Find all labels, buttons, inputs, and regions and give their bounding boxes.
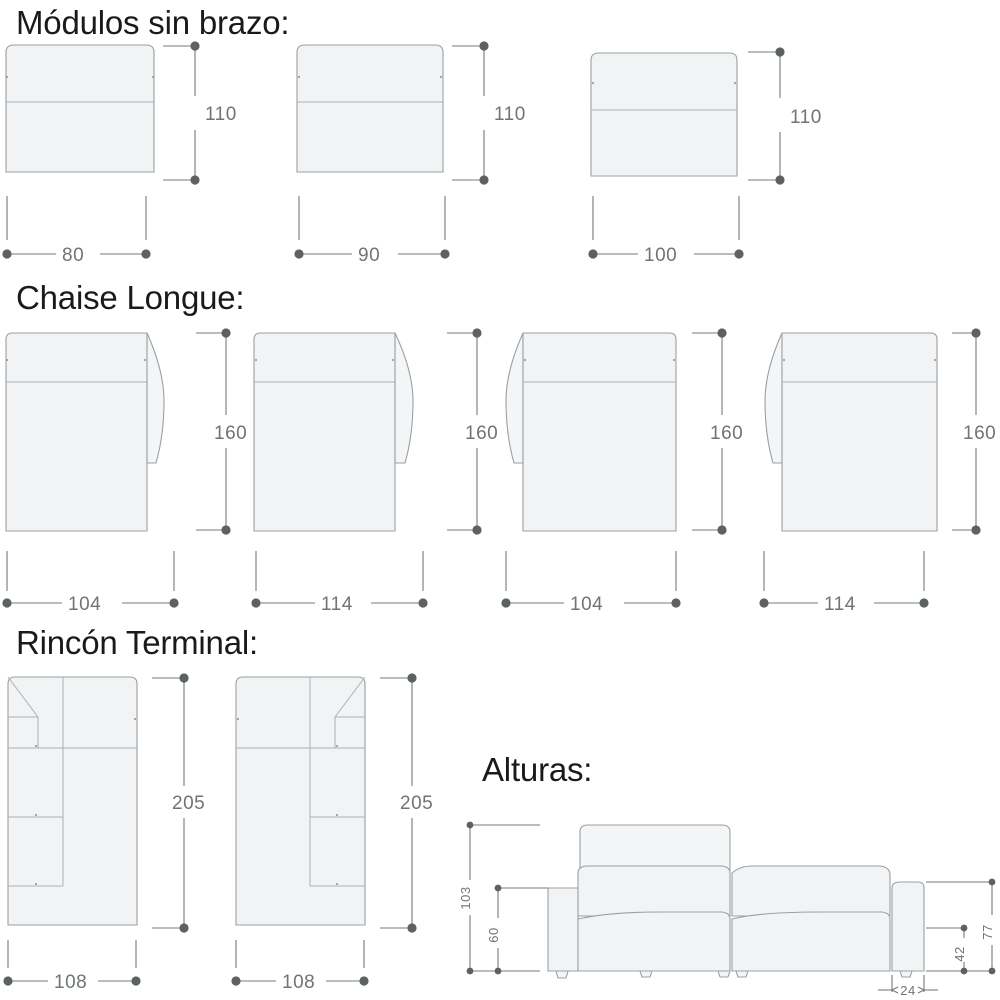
modulo-100-dim-height: 110 <box>748 38 828 188</box>
chaise-104-right-height-label: 160 <box>214 423 247 444</box>
rincon-right-dim-height: 205 <box>380 666 470 938</box>
rincon-right-drawing <box>228 672 373 934</box>
modulo-90-drawing <box>296 44 444 179</box>
section-title-rincon: Rincón Terminal: <box>16 624 258 661</box>
alturas-elevation-drawing: 103 60 77 42 <box>458 820 1000 1000</box>
chaise-114-left-dim-height: 160 <box>952 325 1000 540</box>
rincon-left-drawing <box>0 672 145 934</box>
modulo-80-dim-height: 110 <box>163 38 243 188</box>
chaise-114-right-dim-width: 114 <box>251 551 443 619</box>
chaise-104-right-drawing <box>0 331 180 536</box>
section-title-chaise: Chaise Longue: <box>16 279 245 316</box>
chaise-114-left-dim-width: 114 <box>756 551 951 619</box>
modulo-90-dim-width: 90 <box>294 196 454 268</box>
chaise-114-left-height-label: 160 <box>963 423 996 444</box>
chaise-104-left-width-label: 104 <box>570 594 603 615</box>
ancho-brazo-24-label: 24 <box>900 983 915 998</box>
modulo-90-height-label: 110 <box>494 104 526 125</box>
chaise-104-left-height-label: 160 <box>710 423 743 444</box>
chaise-104-left-drawing <box>505 331 685 536</box>
rincon-right-height-label: 205 <box>400 793 433 814</box>
modulo-100-height-label: 110 <box>790 107 822 128</box>
chaise-114-left-width-label: 114 <box>824 594 856 615</box>
chaise-104-left-dim-height: 160 <box>692 325 772 540</box>
rincon-left-width-label: 108 <box>54 972 87 993</box>
section-title-alturas: Alturas: <box>482 751 593 788</box>
chaise-114-left-drawing <box>760 331 945 536</box>
modulo-80-dim-width: 80 <box>0 196 160 268</box>
rincon-left-dim-height: 205 <box>152 666 242 938</box>
chaise-114-right-dim-height: 160 <box>447 325 527 540</box>
rincon-right-dim-width: 108 <box>226 940 376 998</box>
modulo-90-dim-height: 110 <box>452 38 532 188</box>
chaise-104-left-dim-width: 104 <box>498 551 693 619</box>
chaise-104-right-dim-height: 160 <box>196 325 276 540</box>
altura-60-label: 60 <box>486 927 501 942</box>
altura-42-label: 42 <box>952 946 967 961</box>
modulo-100-drawing <box>590 52 738 180</box>
altura-77-label: 77 <box>980 924 995 939</box>
chaise-114-right-drawing <box>253 331 433 536</box>
chaise-114-right-height-label: 160 <box>465 423 498 444</box>
modulo-90-width-label: 90 <box>358 245 380 266</box>
altura-103-label: 103 <box>458 886 473 909</box>
chaise-104-right-width-label: 104 <box>68 594 101 615</box>
chaise-114-right-width-label: 114 <box>321 594 353 615</box>
modulo-80-width-label: 80 <box>62 245 84 266</box>
rincon-right-width-label: 108 <box>282 972 315 993</box>
modulo-100-width-label: 100 <box>644 245 677 266</box>
modulo-80-drawing <box>0 44 160 179</box>
section-title-modulos: Módulos sin brazo: <box>16 4 290 41</box>
rincon-left-dim-width: 108 <box>0 940 150 998</box>
rincon-left-height-label: 205 <box>172 793 205 814</box>
modulo-100-dim-width: 100 <box>588 196 753 268</box>
chaise-104-right-dim-width: 104 <box>0 551 190 619</box>
modulo-80-height-label: 110 <box>205 104 237 125</box>
